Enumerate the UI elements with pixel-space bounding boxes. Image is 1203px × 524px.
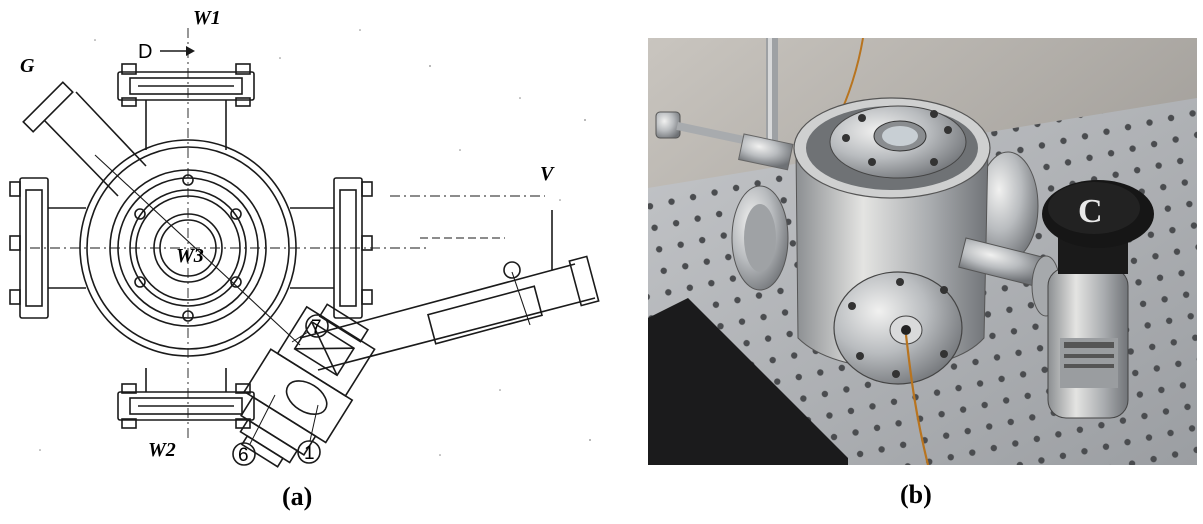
caption-a: (a) xyxy=(282,482,313,511)
label-w2: W2 xyxy=(148,439,176,461)
knob-arrow-icon: C xyxy=(1078,193,1103,230)
label-v: V xyxy=(540,163,555,185)
callout-7: 7 xyxy=(311,317,322,338)
label-d: D xyxy=(138,41,152,63)
caption-b: (b) xyxy=(900,480,932,509)
technical-drawing: W1 W2 W3 G V D 7 6 1 xyxy=(9,7,600,468)
label-w3: W3 xyxy=(176,245,204,267)
callout-6: 6 xyxy=(238,445,249,466)
chamber-photo: C xyxy=(648,38,1197,465)
label-w1: W1 xyxy=(193,7,221,29)
callout-1: 1 xyxy=(304,443,315,464)
label-g: G xyxy=(20,55,35,77)
